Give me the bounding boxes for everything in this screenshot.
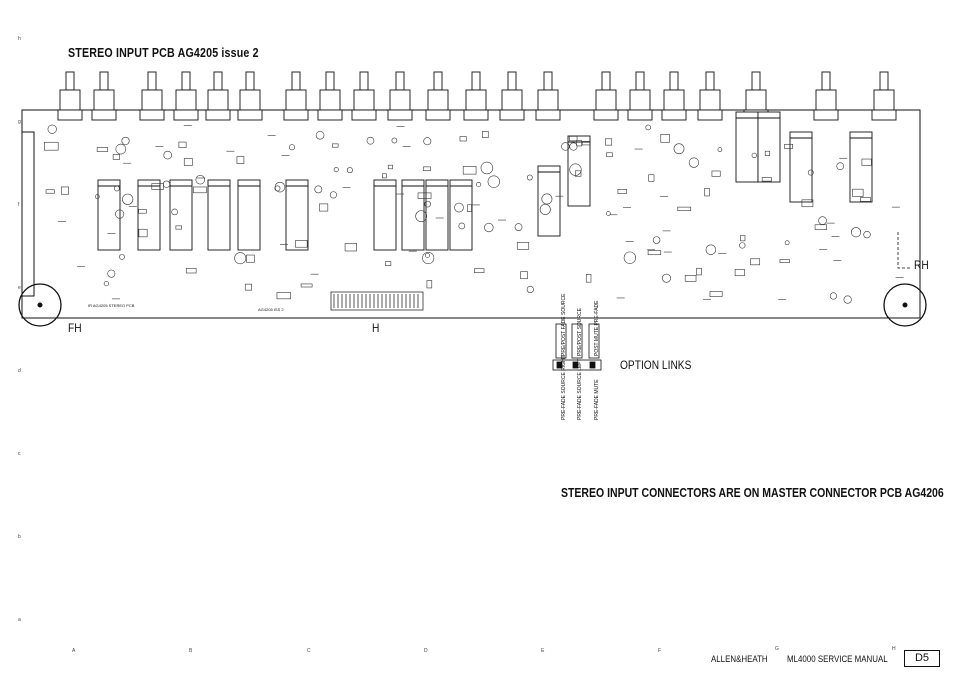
potentiometer — [173, 71, 199, 121]
relay-block — [735, 111, 759, 183]
switch-blocks — [97, 111, 873, 251]
pcb-outline — [21, 109, 921, 319]
grid-column-label: H — [892, 646, 896, 652]
relay-block — [789, 131, 813, 203]
relay-block — [849, 131, 873, 203]
board-issue-label: AG4205 ISS 2 — [258, 307, 284, 312]
jumper-label: PRE-FADE SOURCE RIGHT — [561, 355, 567, 420]
grid-column-label: A — [72, 648, 76, 654]
board-code-label: IR AG4205 STEREO PCB — [88, 303, 135, 308]
potentiometer — [463, 71, 489, 121]
footer-manual-title: ML4000 SERVICE MANUAL — [787, 654, 888, 664]
connector-strip — [330, 291, 424, 311]
grid-row-label: c — [18, 451, 21, 457]
potentiometer — [535, 71, 561, 121]
grid-row-label: h — [18, 36, 21, 42]
marker-h: H — [372, 321, 380, 335]
marker-rh: RH — [914, 258, 929, 272]
page-title: STEREO INPUT PCB AG4205 issue 2 — [68, 45, 259, 60]
grid-row-label: d — [18, 368, 21, 374]
potentiometer — [317, 71, 343, 121]
grid-row-label: f — [18, 202, 20, 208]
grid-column-label: G — [775, 646, 779, 652]
potentiometer — [661, 71, 687, 121]
jumper-label: PRE/POST FADE SOURCE — [561, 293, 567, 356]
relay-block — [373, 179, 397, 251]
potentiometer — [91, 71, 117, 121]
potentiometer — [697, 71, 723, 121]
potentiometer — [139, 71, 165, 121]
grid-column-label: D — [424, 648, 428, 654]
relay-block — [137, 179, 161, 251]
relay-block — [207, 179, 231, 251]
grid-column-label: C — [307, 648, 311, 654]
relay-block — [169, 179, 193, 251]
marker-fh: FH — [68, 321, 82, 335]
option-link-jumpers — [552, 323, 602, 371]
relay-block — [537, 165, 561, 237]
jumper-label: PRE-FADE SOURCE LEFT — [577, 358, 583, 420]
potentiometer — [351, 71, 377, 121]
potentiometer — [425, 71, 451, 121]
potentiometer — [205, 71, 231, 121]
relay-block — [449, 179, 473, 251]
relay-block — [97, 179, 121, 251]
potentiometer — [57, 71, 83, 121]
grid-row-label: b — [18, 534, 21, 540]
potentiometer — [627, 71, 653, 121]
grid-row-label: e — [18, 285, 21, 291]
footer-brand: ALLEN&HEATH — [711, 654, 768, 664]
grid-column-label: F — [658, 648, 662, 654]
relay-block — [757, 111, 781, 183]
rh-leader-line — [897, 232, 912, 269]
grid-row-label: a — [18, 617, 21, 623]
potentiometer — [387, 71, 413, 121]
potentiometer — [237, 71, 263, 121]
small-components — [44, 124, 904, 304]
jumper-label: POST MUTE PRE-FADE — [594, 300, 600, 356]
option-links-heading: OPTION LINKS — [620, 358, 692, 372]
relay-block — [401, 179, 425, 251]
relay-block — [237, 179, 261, 251]
potentiometer — [813, 71, 839, 121]
grid-row-label: g — [18, 119, 21, 125]
potentiometer-row — [57, 71, 897, 121]
grid-column-label: B — [189, 648, 193, 654]
potentiometer — [499, 71, 525, 121]
relay-block — [425, 179, 449, 251]
grid-column-label: E — [541, 648, 545, 654]
potentiometer — [593, 71, 619, 121]
jumper-label: PRE/POST SOURCE — [577, 308, 583, 356]
connector-note: STEREO INPUT CONNECTORS ARE ON MASTER CO… — [561, 486, 944, 500]
mounting-hole-right — [883, 283, 927, 327]
relay-block — [285, 179, 309, 251]
mounting-hole-left — [18, 283, 62, 327]
jumper-label: PRE-FADE MUTE — [594, 379, 600, 420]
potentiometer — [283, 71, 309, 121]
page-number: D5 — [904, 650, 940, 667]
potentiometer — [871, 71, 897, 121]
